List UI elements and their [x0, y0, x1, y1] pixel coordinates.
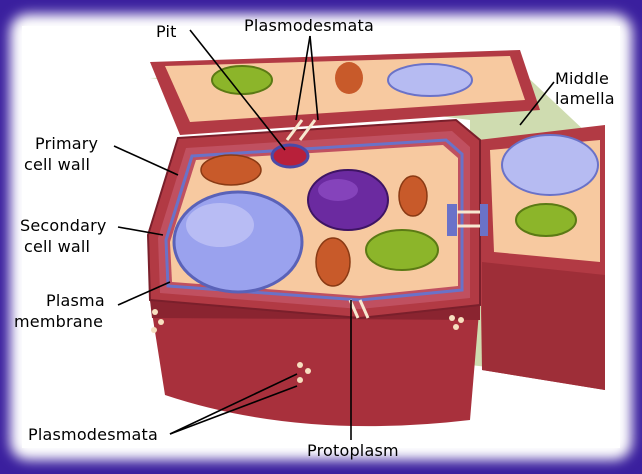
protoplasm-label: Protoplasm	[307, 441, 399, 460]
pit	[272, 145, 308, 167]
middle-lamella-label-line1: Middle	[555, 69, 609, 88]
plasmodesmata-bottom-label: Plasmodesmata	[28, 425, 158, 444]
orange-organelle-1	[201, 155, 261, 185]
secondary-cell-wall-label-line1: Secondary	[20, 216, 107, 235]
orange-organelle-2	[399, 176, 427, 216]
green-chloroplast	[366, 230, 438, 270]
primary-cell-wall-label-line1: Primary	[35, 134, 98, 153]
primary-cell-wall-label-line2: cell wall	[24, 155, 90, 174]
pit-label: Pit	[156, 22, 177, 41]
plasma-membrane-label-line2: membrane	[14, 312, 103, 331]
top-orange-organelle	[335, 62, 363, 94]
right-green-chloroplast	[516, 204, 576, 236]
orange-organelle-3	[316, 238, 350, 286]
nucleus	[308, 170, 388, 230]
top-vacuole	[388, 64, 472, 96]
secondary-cell-wall-label-line2: cell wall	[24, 237, 90, 256]
plasmodesmata-top-label: Plasmodesmata	[244, 16, 374, 35]
right-vacuole	[502, 135, 598, 195]
plasma-membrane-label-line1: Plasma	[46, 291, 105, 310]
middle-lamella-label-line2: lamella	[555, 89, 615, 108]
